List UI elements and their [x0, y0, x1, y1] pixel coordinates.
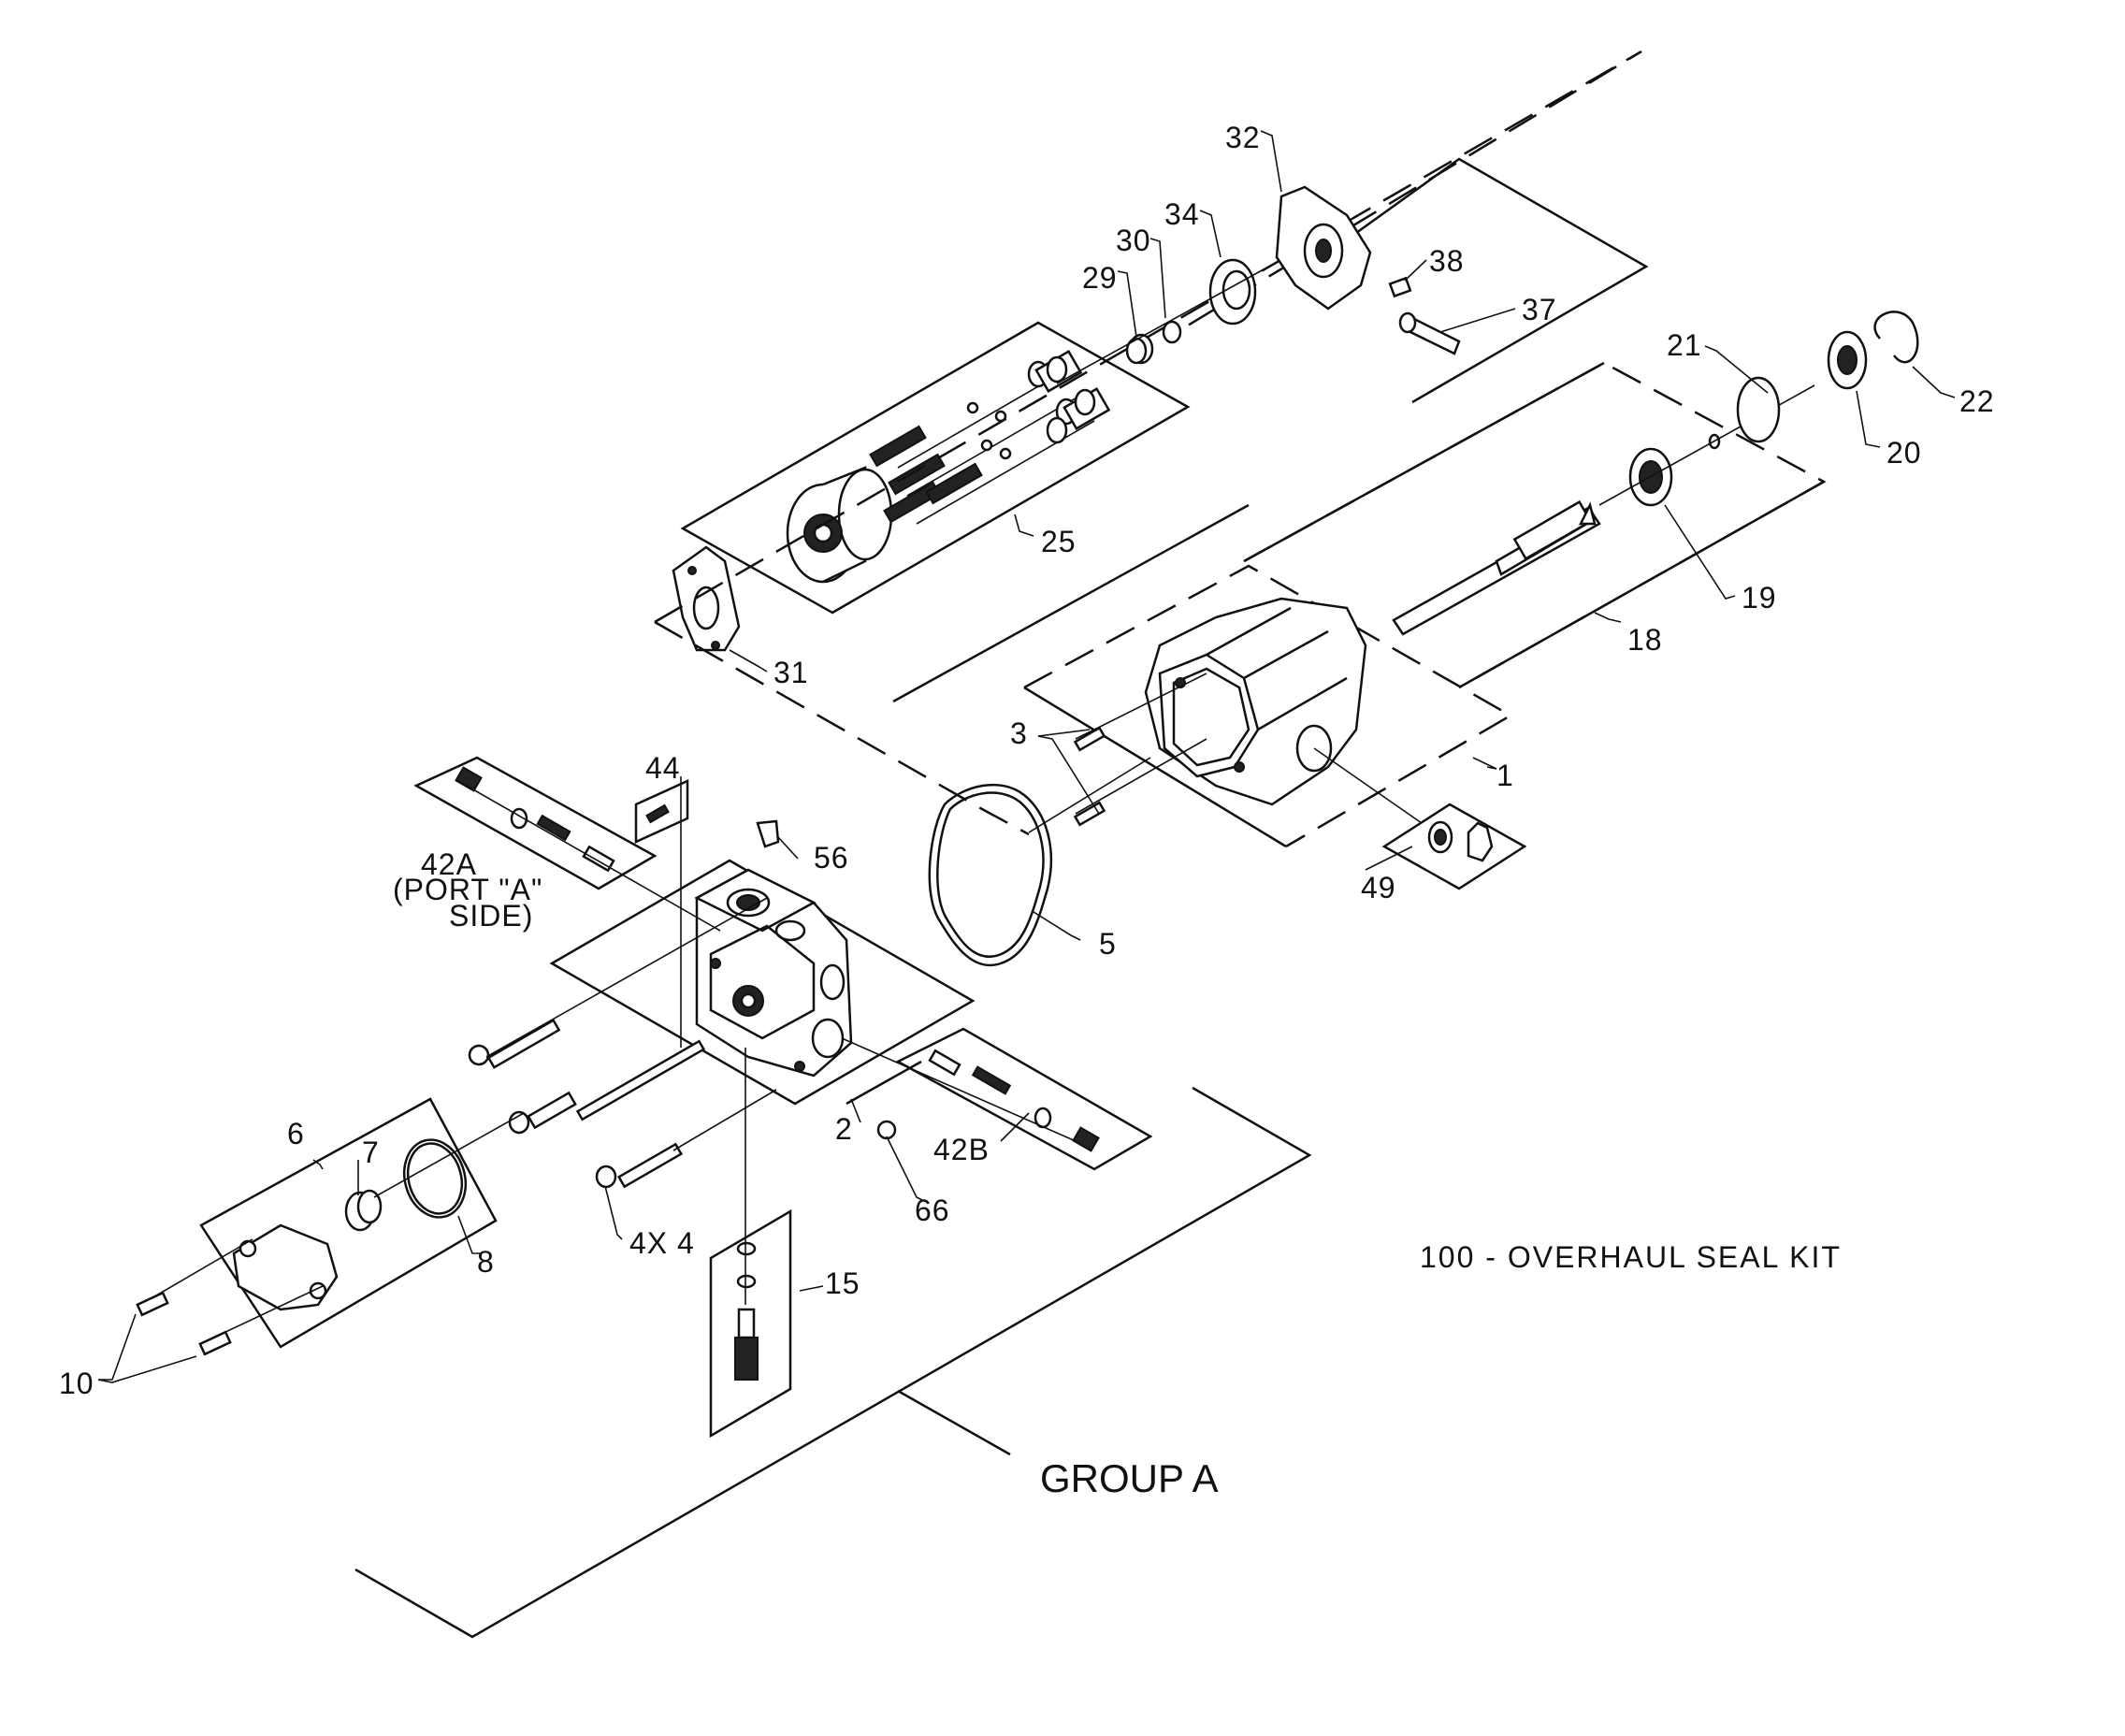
label-34: 34: [1164, 197, 1200, 231]
label-56: 56: [814, 841, 849, 875]
rotating-kit-outline: [680, 321, 1191, 615]
label-1: 1: [1496, 759, 1514, 792]
relief-valve-42a: [413, 756, 721, 932]
label-19: 19: [1742, 581, 1777, 615]
label-6: 6: [287, 1117, 305, 1150]
label-2: 2: [835, 1112, 853, 1146]
label-7: 7: [362, 1136, 380, 1169]
group-label: GROUP A: [1040, 1456, 1219, 1500]
label-37: 37: [1522, 293, 1557, 326]
label-44: 44: [645, 751, 681, 785]
valve-15-box: [709, 1048, 792, 1439]
gasket-5: [928, 757, 1151, 967]
label-3: 3: [1010, 716, 1028, 750]
group-a-bracket: [354, 1086, 1312, 1639]
label-10: 10: [59, 1367, 94, 1400]
label-42b: 42B: [933, 1133, 990, 1166]
label-25: 25: [1041, 525, 1077, 558]
piston-springs: [869, 364, 1095, 525]
part-44-box: [634, 779, 689, 844]
rings-20-21-22: [1736, 311, 1919, 443]
seal-parts: [1056, 253, 1292, 384]
part-labels: 32 34 30 29 38 37 21 22 20 25 19 18 31 3…: [59, 121, 1995, 1400]
relief-valve-42b: [841, 1027, 1153, 1171]
main-housing-1: [892, 503, 1513, 848]
assembly-dash-lines: [654, 50, 1649, 836]
thrust-plate-31: [672, 545, 741, 652]
label-29: 29: [1082, 261, 1118, 295]
label-30: 30: [1116, 224, 1151, 257]
label-5: 5: [1099, 927, 1117, 961]
label-32: 32: [1225, 121, 1261, 154]
label-4x4: 4X 4: [629, 1226, 695, 1260]
label-31: 31: [773, 656, 809, 689]
label-22: 22: [1959, 384, 1995, 418]
charge-cover-6: [136, 1097, 525, 1356]
key-38-shaft-37: [1388, 276, 1461, 355]
plug-66: [846, 1060, 922, 1140]
label-42a: 42A: [421, 847, 477, 881]
label-42a-port: (PORT "A": [393, 873, 542, 906]
label-66: 66: [915, 1194, 950, 1227]
label-42a-side: SIDE): [449, 899, 533, 933]
overhaul-kit-note: 100 - OVERHAUL SEAL KIT: [1420, 1240, 1842, 1274]
label-8: 8: [477, 1245, 495, 1279]
end-cover-32: [1275, 185, 1372, 311]
label-18: 18: [1627, 623, 1663, 657]
label-21: 21: [1667, 328, 1702, 362]
label-49: 49: [1361, 871, 1396, 904]
bolts-4: [468, 897, 777, 1189]
part-49-box: [1313, 747, 1527, 890]
shaft-kit-outline: [1243, 361, 1827, 689]
label-15: 15: [825, 1266, 860, 1300]
leader-lines: [97, 130, 1956, 1383]
label-20: 20: [1886, 436, 1922, 470]
label-38: 38: [1429, 244, 1465, 278]
center-section-2: [549, 819, 976, 1106]
piston-sleeves: [966, 350, 1111, 460]
